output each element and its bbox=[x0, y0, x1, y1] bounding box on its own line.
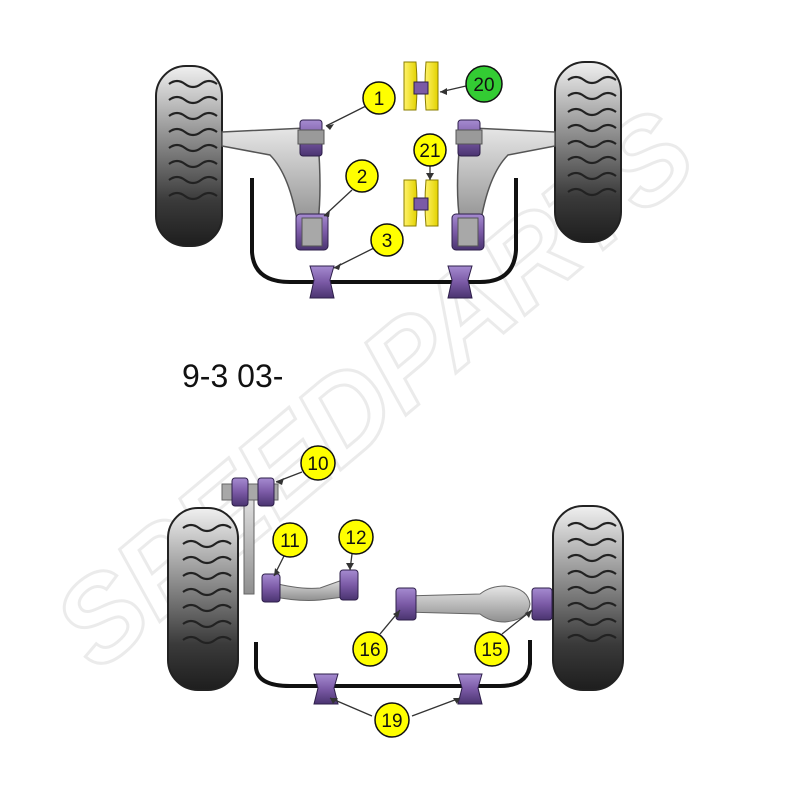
callout-2: 2 bbox=[345, 159, 379, 193]
front-wishbone-front-bush-right bbox=[455, 119, 483, 157]
front-left-tyre bbox=[155, 65, 223, 247]
model-label: 9-3 03- bbox=[182, 358, 284, 394]
front-axle bbox=[155, 61, 622, 299]
rear-anti-roll-bar-bush-left bbox=[313, 673, 339, 705]
callout-21: 21 bbox=[413, 133, 447, 167]
callout-12: 12 bbox=[338, 519, 374, 555]
front-right-tyre bbox=[554, 61, 622, 243]
leader-arrowheads bbox=[274, 88, 532, 704]
rear-subframe-rear-bush bbox=[531, 587, 553, 621]
callout-10: 10 bbox=[300, 445, 336, 481]
callout-3-label: 3 bbox=[382, 231, 393, 252]
callout-10-label: 10 bbox=[307, 454, 328, 475]
rear-lateral-link-outer-bush bbox=[339, 569, 359, 601]
callout-1: 1 bbox=[362, 81, 396, 115]
callout-19-label: 19 bbox=[381, 711, 402, 732]
front-wishbone-rear-bush-right bbox=[451, 213, 485, 251]
rear-left-tyre bbox=[167, 507, 239, 691]
rear-lateral-link-inner-bush bbox=[261, 573, 281, 603]
callout-15-label: 15 bbox=[481, 640, 502, 661]
engine-mount-insert-lower bbox=[403, 179, 439, 227]
callout-21-label: 21 bbox=[419, 141, 440, 162]
callout-16-label: 16 bbox=[359, 640, 380, 661]
callout-11-label: 11 bbox=[280, 531, 300, 552]
rear-right-tyre bbox=[552, 505, 624, 691]
engine-mount-insert-top bbox=[403, 61, 439, 111]
callout-20-label: 20 bbox=[473, 75, 494, 96]
callout-20: 20 bbox=[465, 65, 503, 103]
callout-2-label: 2 bbox=[357, 167, 368, 188]
rear-subframe-carrier bbox=[403, 585, 531, 623]
rear-subframe-front-bush bbox=[395, 587, 417, 621]
front-anti-roll-bar-bush-left bbox=[309, 265, 335, 299]
callout-16: 16 bbox=[352, 631, 388, 667]
callout-19: 19 bbox=[374, 702, 410, 738]
front-anti-roll-bar bbox=[250, 178, 518, 284]
rear-anti-roll-bar bbox=[254, 640, 532, 688]
front-wishbone-front-bush-left bbox=[297, 119, 325, 157]
rear-axle bbox=[167, 477, 624, 705]
front-wishbone-rear-bush-left bbox=[295, 213, 329, 251]
front-anti-roll-bar-bush-right bbox=[447, 265, 473, 299]
rear-trailing-link-bush-pair bbox=[231, 477, 275, 507]
callout-15: 15 bbox=[474, 631, 510, 667]
callout-12-label: 12 bbox=[345, 528, 366, 549]
callout-11: 11 bbox=[272, 522, 308, 558]
callout-1-label: 1 bbox=[374, 89, 385, 110]
rear-anti-roll-bar-bush-right bbox=[457, 673, 483, 705]
callout-3: 3 bbox=[370, 223, 404, 257]
